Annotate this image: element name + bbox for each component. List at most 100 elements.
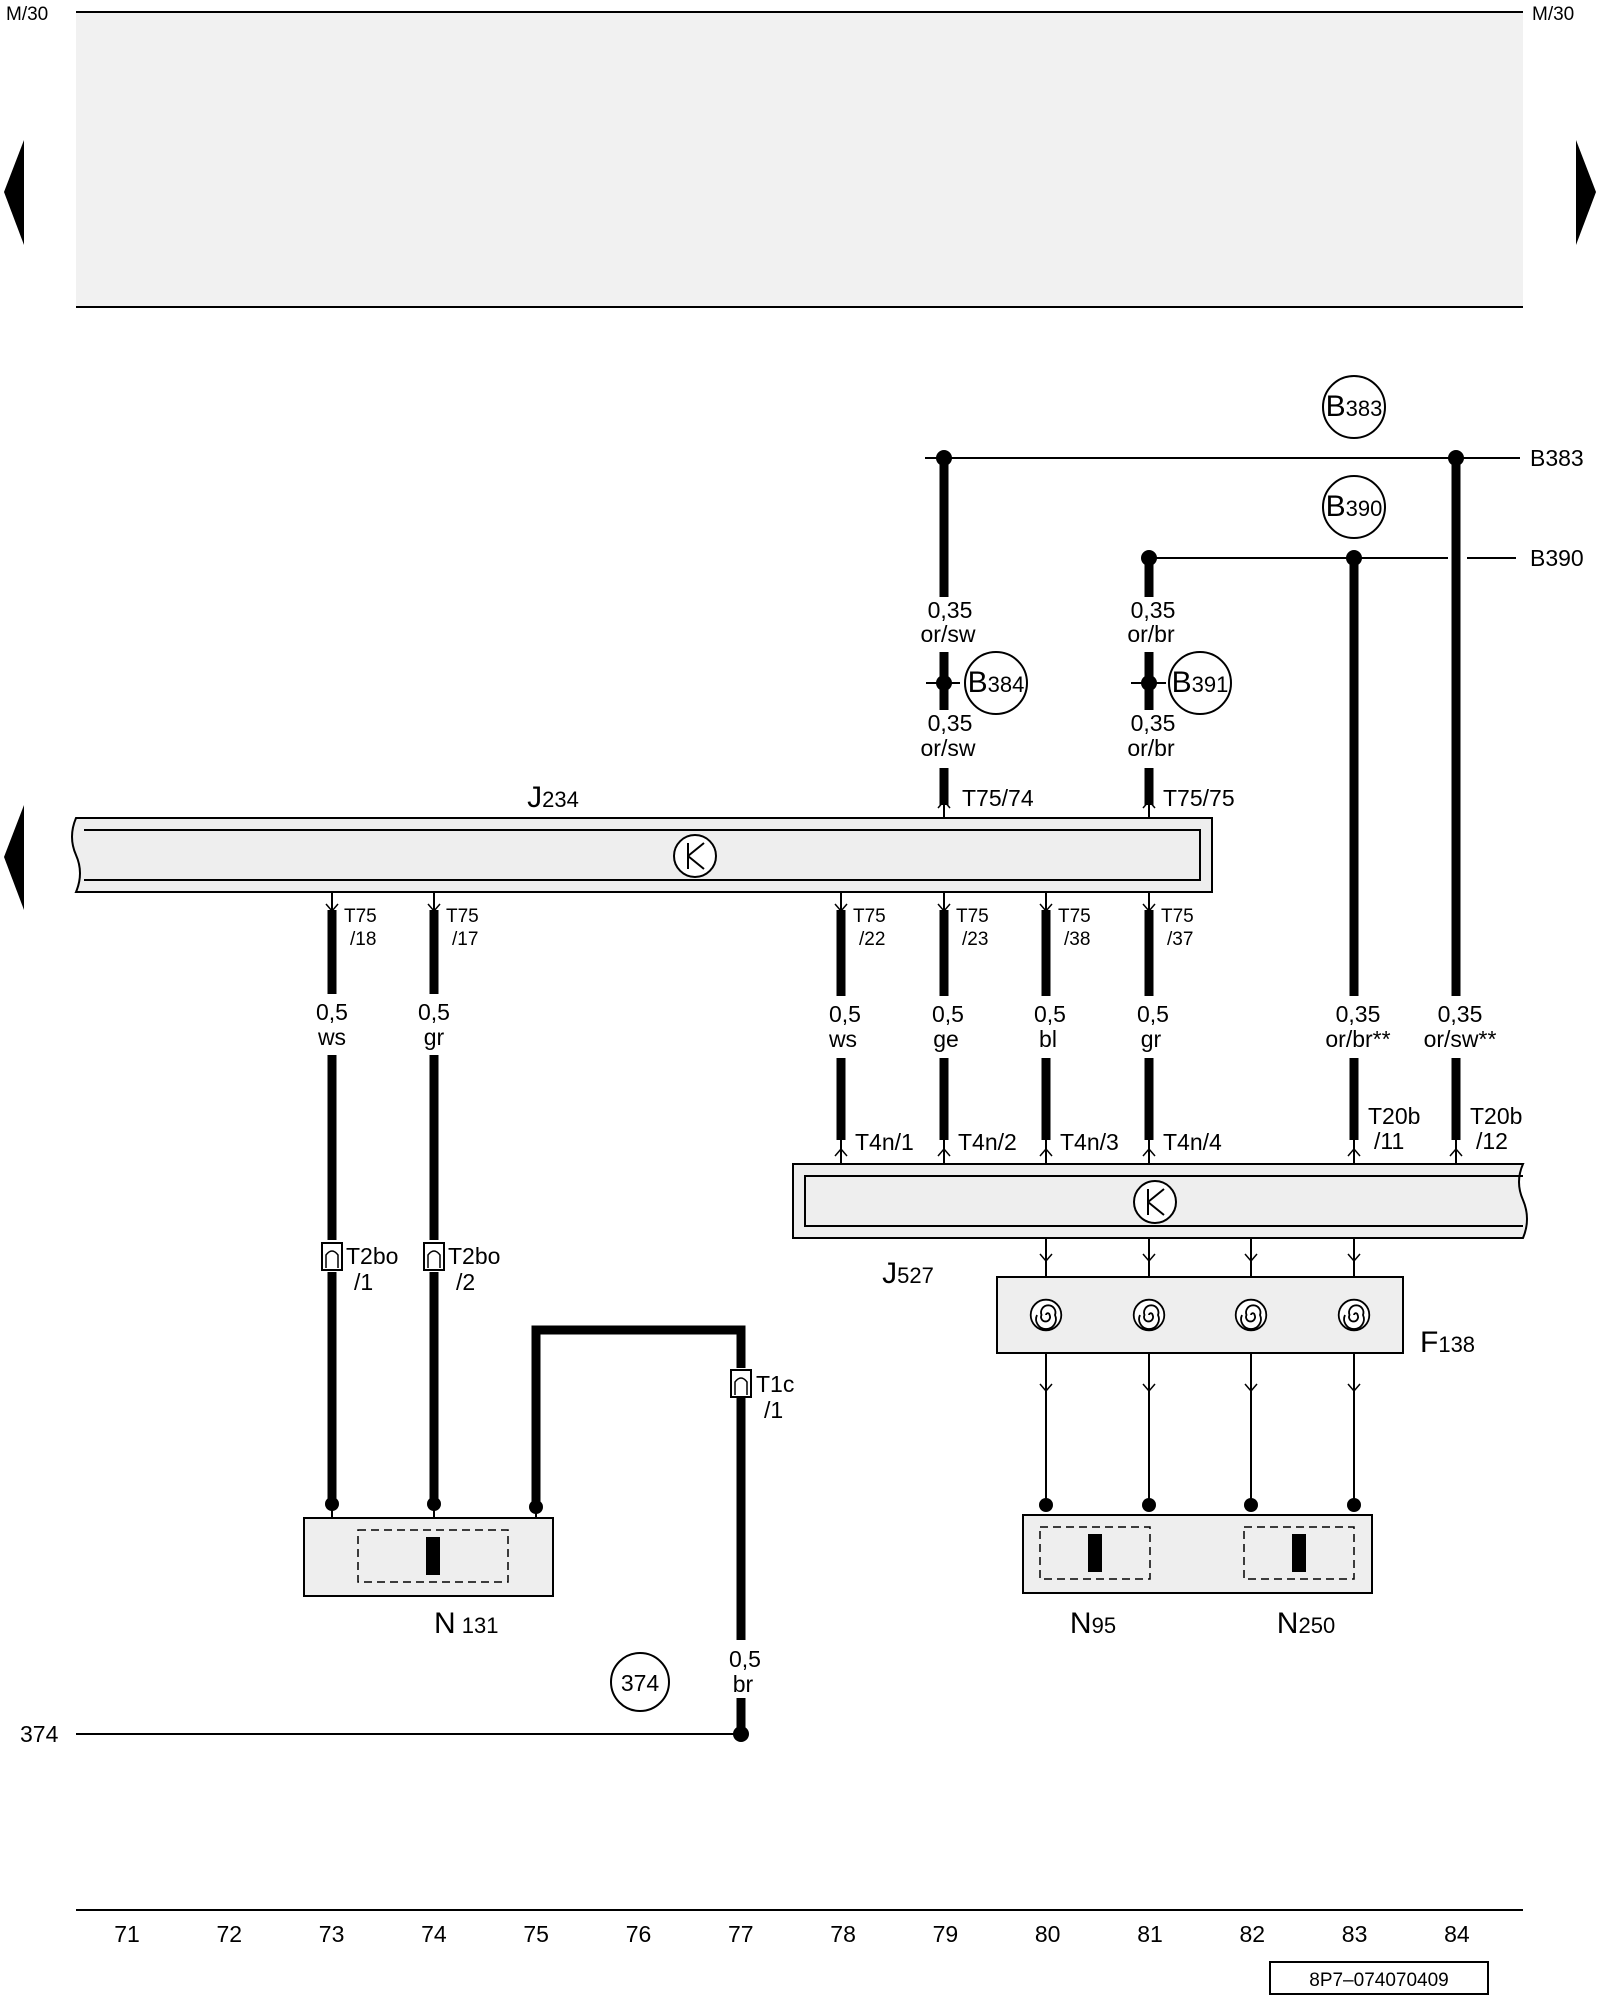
f138-main: F (1420, 1326, 1438, 1359)
pin-t4n-4: T4n/4 (1163, 1129, 1222, 1155)
wire-79-top-gauge: 0,35 (928, 597, 973, 623)
pin-t75-23-a: T75 (956, 906, 989, 927)
valve-n131: N 131 (303, 1517, 554, 1640)
n250-main: N (1277, 1607, 1299, 1640)
connection-b384-sub: 384 (988, 672, 1025, 697)
column-number: 79 (933, 1921, 959, 1947)
j527-sub: 527 (897, 1263, 934, 1288)
wire-84: 0,35 or/sw** T20b /12 (1424, 458, 1522, 1164)
wire-79-gauge: 0,5 (932, 1001, 964, 1027)
j234-sub: 234 (542, 787, 579, 812)
wire-80-gauge: 0,5 (1034, 1001, 1066, 1027)
plug-t2bo-1-b: /1 (354, 1269, 373, 1295)
wire-84-color: or/sw** (1424, 1026, 1497, 1052)
junction-dot (936, 675, 952, 691)
svg-text:B383: B383 (1326, 390, 1383, 423)
f138-sub: 138 (1438, 1332, 1475, 1357)
pin-t75-22-b: /22 (859, 929, 885, 950)
column-number: 80 (1035, 1921, 1061, 1947)
wire-79-upper: 0,35 or/sw 0,35 or/sw T75/74 (921, 458, 1034, 822)
edge-label-b383: B383 (1530, 445, 1584, 471)
pin-t20b-11-b: /11 (1374, 1128, 1404, 1154)
connection-b391-main: B (1172, 666, 1192, 699)
plug-t1c-1-a: T1c (756, 1371, 794, 1397)
pin-t20b-12-b: /12 (1476, 1128, 1508, 1154)
wire-81-mid-gauge: 0,35 (1131, 710, 1176, 736)
document-number: 8P7–074070409 (1309, 1970, 1448, 1991)
j234-main: J (527, 781, 542, 814)
connection-b384-main: B (968, 666, 988, 699)
control-unit-j234: J234 (71, 781, 1213, 893)
n250-sub: 250 (1298, 1613, 1335, 1638)
connection-b390-main: B (1326, 490, 1346, 523)
wire-83-color: or/br** (1325, 1026, 1390, 1052)
svg-text:J527: J527 (882, 1257, 934, 1290)
header-area: M/30 M/30 (4, 4, 1596, 910)
pin-t75-23-b: /23 (962, 929, 988, 950)
pin-t75-37-a: T75 (1161, 906, 1194, 927)
svg-text:B390: B390 (1326, 490, 1383, 523)
wire-73-gauge: 0,5 (316, 999, 348, 1025)
column-number: 76 (626, 1921, 652, 1947)
pin-t75-38-b: /38 (1064, 929, 1090, 950)
svg-text:B384: B384 (968, 666, 1025, 699)
pin-t75-18-a: T75 (344, 906, 377, 927)
control-unit-j527: J527 (792, 1163, 1528, 1290)
wire-80-color: bl (1039, 1026, 1057, 1052)
svg-text:N 131: N 131 (434, 1607, 499, 1640)
connection-374-label: 374 (621, 1670, 660, 1696)
wire-78: T75 /22 0,5 ws T4n/1 (828, 892, 914, 1164)
wire-80: T75 /38 0,5 bl T4n/3 (1034, 892, 1119, 1164)
junction-dot (1141, 675, 1157, 691)
connection-b383: B383 (1322, 375, 1386, 439)
wire-81-gauge: 0,5 (1137, 1001, 1169, 1027)
n131-main: N (434, 1607, 456, 1640)
wire-79-mid-color: or/sw (921, 735, 976, 761)
svg-text:B391: B391 (1172, 666, 1229, 699)
wire-78-color: ws (828, 1026, 857, 1052)
n95-main: N (1070, 1607, 1092, 1640)
connection-b390-sub: 390 (1346, 496, 1383, 521)
next-page-arrow[interactable] (1576, 140, 1596, 245)
column-number: 84 (1444, 1921, 1470, 1947)
wire-79-mid-gauge: 0,35 (928, 710, 973, 736)
plug-t2bo-1-a: T2bo (346, 1243, 398, 1269)
svg-text:N95: N95 (1070, 1607, 1116, 1640)
wire-73-color: ws (317, 1024, 346, 1050)
connection-b383-main: B (1326, 390, 1346, 423)
column-number: 83 (1342, 1921, 1368, 1947)
page-ref-right: M/30 (1532, 4, 1574, 25)
wire-83-gauge: 0,35 (1336, 1001, 1381, 1027)
wire-83: 0,35 or/br** T20b /11 (1325, 558, 1420, 1164)
column-number: 81 (1137, 1921, 1163, 1947)
svg-text:N250: N250 (1277, 1607, 1335, 1640)
wire-78-gauge: 0,5 (829, 1001, 861, 1027)
pin-t75-17-b: /17 (452, 929, 478, 950)
bus-lines: B383 B390 (925, 445, 1584, 571)
column-number: 77 (728, 1921, 754, 1947)
prev-page-arrow[interactable] (4, 140, 24, 245)
wire-74-gauge: 0,5 (418, 999, 450, 1025)
wire-81-top-gauge: 0,35 (1131, 597, 1176, 623)
n95-sub: 95 (1092, 1613, 1116, 1638)
column-number: 74 (421, 1921, 447, 1947)
plug-t1c-1-b: /1 (764, 1397, 783, 1423)
j527-main: J (882, 1257, 897, 1290)
pin-t4n-3: T4n/3 (1060, 1129, 1119, 1155)
wire-79-color: ge (933, 1026, 959, 1052)
page-ref-left: M/30 (6, 4, 48, 25)
wire-74: T75 /17 0,5 gr T2bo /2 (418, 892, 500, 1518)
connection-b390: B390 (1322, 475, 1386, 539)
connection-b391-sub: 391 (1192, 672, 1229, 697)
pin-t75-22-a: T75 (853, 906, 886, 927)
plug-t2bo-2-a: T2bo (448, 1243, 500, 1269)
valve-n95-n250: N95 N250 (1022, 1514, 1373, 1640)
column-number: 71 (114, 1921, 140, 1947)
continued-left-arrow[interactable] (4, 805, 24, 910)
pin-t20b-12-a: T20b (1470, 1103, 1522, 1129)
plug-t2bo-2-b: /2 (456, 1269, 475, 1295)
wire-84-gauge: 0,35 (1438, 1001, 1483, 1027)
connection-b383-sub: 383 (1346, 396, 1383, 421)
